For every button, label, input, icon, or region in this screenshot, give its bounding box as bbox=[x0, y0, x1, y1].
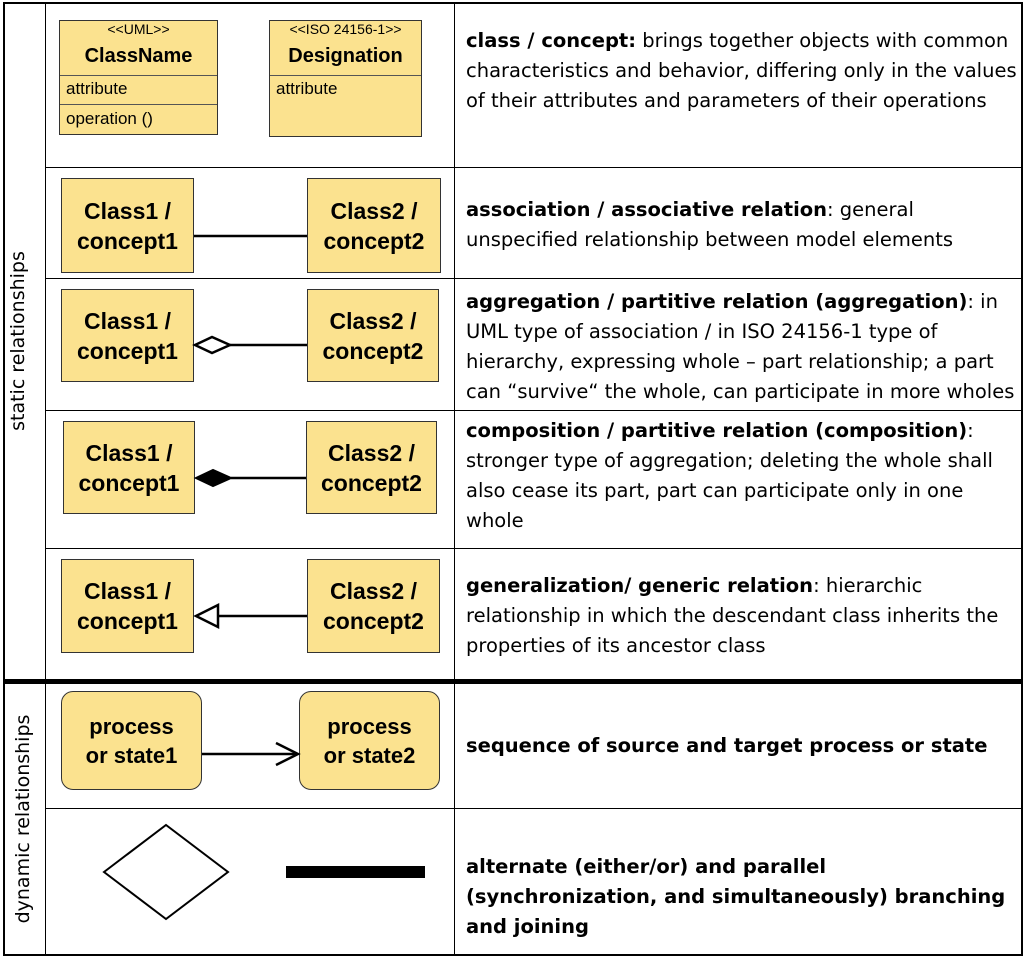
row-divider-3 bbox=[45, 410, 1023, 411]
term-branching: alternate (either/or) and parallel (sync… bbox=[466, 855, 1006, 938]
uml-operation: operation () bbox=[66, 109, 153, 128]
term-association: association / associative relation bbox=[466, 198, 828, 221]
desc-aggregation: : in UML type of association / in ISO 24… bbox=[466, 290, 1015, 403]
frame-top bbox=[3, 2, 1023, 4]
row-divider-2 bbox=[45, 278, 1023, 279]
uml-class-name: ClassName bbox=[84, 45, 193, 67]
term-class-concept: class / concept: bbox=[466, 29, 637, 52]
branching-description: alternate (either/or) and parallel (sync… bbox=[466, 852, 1018, 942]
association-class2-box: Class2 / concept2 bbox=[307, 178, 441, 273]
section-divider-thick bbox=[3, 679, 1023, 684]
term-aggregation: aggregation / partitive relation (aggreg… bbox=[466, 290, 968, 313]
aggregation-hollow-diamond-icon bbox=[192, 335, 307, 355]
iso-attribute: attribute bbox=[276, 79, 338, 98]
row-divider-1 bbox=[45, 167, 1023, 168]
synchronization-bar-icon bbox=[286, 866, 425, 878]
uml-attribute: attribute bbox=[66, 79, 128, 98]
generalization-hollow-triangle-icon bbox=[193, 602, 307, 630]
frame-left bbox=[3, 2, 5, 956]
uml-class-box: <<UML>> ClassName attribute operation () bbox=[59, 20, 218, 135]
association-description: association / associative relation: gene… bbox=[466, 195, 1018, 255]
decision-diamond-icon bbox=[102, 823, 230, 921]
aggregation-description: aggregation / partitive relation (aggreg… bbox=[466, 287, 1018, 407]
row-divider-4 bbox=[45, 548, 1023, 549]
association-class1-box: Class1 / concept1 bbox=[61, 178, 194, 273]
association-line bbox=[194, 234, 307, 238]
term-composition: composition / partitive relation (compos… bbox=[466, 419, 968, 442]
static-relationships-label: static relationships bbox=[7, 251, 29, 431]
term-generalization: generalization/ generic relation bbox=[466, 574, 814, 597]
desc-association: : general unspecified relationship betwe… bbox=[466, 198, 954, 251]
composition-class2-box: Class2 / concept2 bbox=[306, 421, 437, 514]
composition-filled-diamond-icon bbox=[193, 468, 306, 488]
term-sequence: sequence of source and target process or… bbox=[466, 734, 988, 757]
class-concept-description: class / concept: brings together objects… bbox=[466, 26, 1018, 116]
process-state1-box: process or state1 bbox=[61, 691, 202, 790]
label-column-divider bbox=[45, 2, 46, 956]
iso-divider bbox=[270, 75, 421, 76]
desc-generalization: : hierarchic relationship in which the d… bbox=[466, 574, 999, 657]
generalization-class2-box: Class2 / concept2 bbox=[307, 559, 440, 653]
uml-divider-1 bbox=[60, 75, 217, 76]
generalization-class1-box: Class1 / concept1 bbox=[61, 559, 194, 653]
aggregation-class1-box: Class1 / concept1 bbox=[61, 289, 194, 382]
row-divider-6 bbox=[45, 808, 1023, 809]
process-state2-box: process or state2 bbox=[299, 691, 440, 790]
iso-designation-box: <<ISO 24156-1>> Designation attribute bbox=[269, 20, 422, 137]
description-column-divider bbox=[454, 2, 455, 956]
dynamic-relationships-label: dynamic relationships bbox=[12, 714, 34, 924]
iso-stereotype: <<ISO 24156-1>> bbox=[289, 21, 402, 37]
iso-designation-name: Designation bbox=[288, 45, 403, 67]
frame-right bbox=[1021, 2, 1023, 956]
desc-composition: : stronger type of aggregation; deleting… bbox=[466, 419, 993, 532]
generalization-description: generalization/ generic relation: hierar… bbox=[466, 571, 1018, 661]
composition-description: composition / partitive relation (compos… bbox=[466, 416, 1018, 536]
composition-class1-box: Class1 / concept1 bbox=[63, 421, 195, 514]
uml-divider-2 bbox=[60, 104, 217, 105]
frame-bottom bbox=[3, 954, 1023, 956]
sequence-description: sequence of source and target process or… bbox=[466, 731, 1018, 761]
aggregation-class2-box: Class2 / concept2 bbox=[307, 289, 439, 382]
uml-stereotype: <<UML>> bbox=[107, 21, 170, 37]
sequence-open-arrow-icon bbox=[202, 741, 301, 767]
desc-class-concept: brings together objects with common char… bbox=[466, 29, 1017, 112]
